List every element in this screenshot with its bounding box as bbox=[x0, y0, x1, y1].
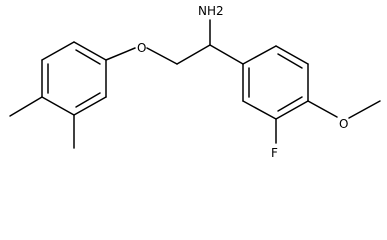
bond bbox=[242, 45, 277, 65]
ch2-to-ch-bond bbox=[176, 44, 211, 65]
bond bbox=[73, 96, 107, 116]
double-bond-inner bbox=[277, 96, 303, 112]
ring-to-methoxy-oxygen-bond bbox=[307, 100, 338, 118]
left-benzene-ring bbox=[41, 41, 107, 116]
bond bbox=[73, 41, 107, 61]
double-bond-inner bbox=[75, 49, 101, 65]
bond bbox=[275, 45, 309, 65]
amine-label: NH2 bbox=[198, 4, 224, 18]
methyl-bond-4 bbox=[9, 96, 43, 117]
bond bbox=[275, 100, 309, 120]
double-bond-inner bbox=[277, 53, 303, 69]
double-bond-inner bbox=[75, 92, 101, 108]
ring-to-oxygen-bond bbox=[105, 47, 136, 61]
structure-canvas: O NH2 O F bbox=[9, 4, 381, 160]
bond bbox=[242, 100, 277, 120]
fluorine-label: F bbox=[271, 146, 278, 160]
oxygen-to-ch2-bond bbox=[146, 47, 178, 65]
right-benzene-ring bbox=[242, 45, 309, 120]
bond bbox=[41, 96, 75, 116]
methoxy-oxygen-label: O bbox=[339, 117, 348, 131]
ether-oxygen-label: O bbox=[137, 41, 146, 55]
ch-to-ring-bond bbox=[209, 44, 244, 65]
methoxy-methyl-bond bbox=[348, 100, 381, 119]
bond bbox=[41, 41, 75, 61]
molecule-diagram: O NH2 O F bbox=[9, 4, 381, 160]
